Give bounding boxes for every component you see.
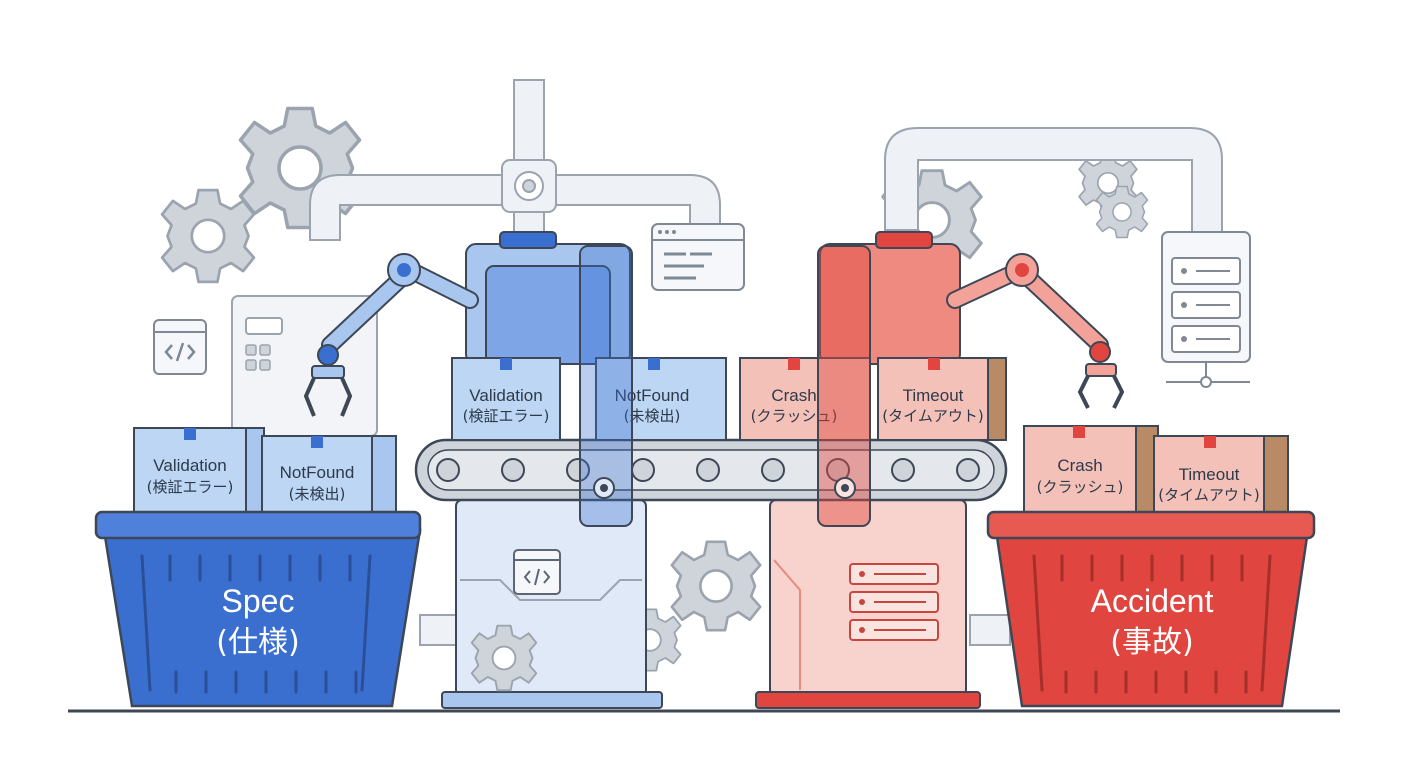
box-title: Validation	[469, 386, 542, 405]
basket-subtitle: (仕様)	[216, 625, 299, 660]
package-box: Timeout (タイムアウト)	[877, 357, 1007, 441]
code-icon	[153, 319, 207, 375]
package-box: NotFound (未検出)	[595, 357, 727, 441]
robotic-arm-icon	[946, 253, 1125, 409]
box-subtitle: (タイムアウト)	[882, 407, 983, 425]
basket-title: Accident	[1091, 583, 1214, 619]
gear-icon	[670, 540, 762, 632]
pipe-joint	[501, 159, 557, 213]
gear-icon	[470, 624, 538, 692]
accident-sorting-machine	[755, 231, 981, 709]
box-subtitle: (タイムアウト)	[1158, 486, 1259, 504]
sorting-gate-spec	[579, 245, 633, 527]
package-box: Crash (クラッシュ)	[1023, 425, 1159, 517]
box-subtitle: (検証エラー)	[463, 407, 550, 425]
package-box: Crash (クラッシュ)	[739, 357, 871, 441]
box-title: NotFound	[615, 386, 690, 405]
gear-icon	[1095, 185, 1149, 239]
box-subtitle: (検証エラー)	[147, 478, 234, 496]
basket-icon: Accident (事故)	[986, 510, 1316, 708]
gear-icon	[238, 106, 362, 230]
package-box: Validation (検証エラー)	[133, 427, 265, 515]
box-title: Timeout	[903, 386, 964, 405]
box-subtitle: (クラッシュ)	[751, 407, 838, 425]
server-rack-icon	[1161, 231, 1251, 388]
package-box: Validation (検証エラー)	[451, 357, 561, 441]
gear-icon	[160, 188, 256, 284]
package-box: Timeout (タイムアウト)	[1153, 435, 1289, 517]
box-title: Crash	[771, 386, 816, 405]
basket-title: Spec	[222, 583, 295, 619]
box-subtitle: (クラッシュ)	[1037, 478, 1124, 496]
browser-window-icon	[651, 223, 745, 291]
code-icon	[513, 549, 561, 595]
server-rack-icon	[849, 563, 939, 641]
conveyor-belt-icon	[414, 438, 1008, 502]
box-title: NotFound	[280, 463, 355, 482]
box-subtitle: (未検出)	[624, 407, 681, 425]
basket-icon: Spec (仕様)	[94, 510, 422, 708]
basket-subtitle: (事故)	[1110, 625, 1193, 660]
box-title: Timeout	[1179, 465, 1240, 484]
box-title: Validation	[153, 456, 226, 475]
sorting-gate-accident	[817, 245, 871, 527]
box-title: Crash	[1057, 456, 1102, 475]
package-box: NotFound (未検出)	[261, 435, 397, 517]
robotic-arm-icon	[303, 253, 479, 417]
box-subtitle: (未検出)	[289, 485, 346, 503]
